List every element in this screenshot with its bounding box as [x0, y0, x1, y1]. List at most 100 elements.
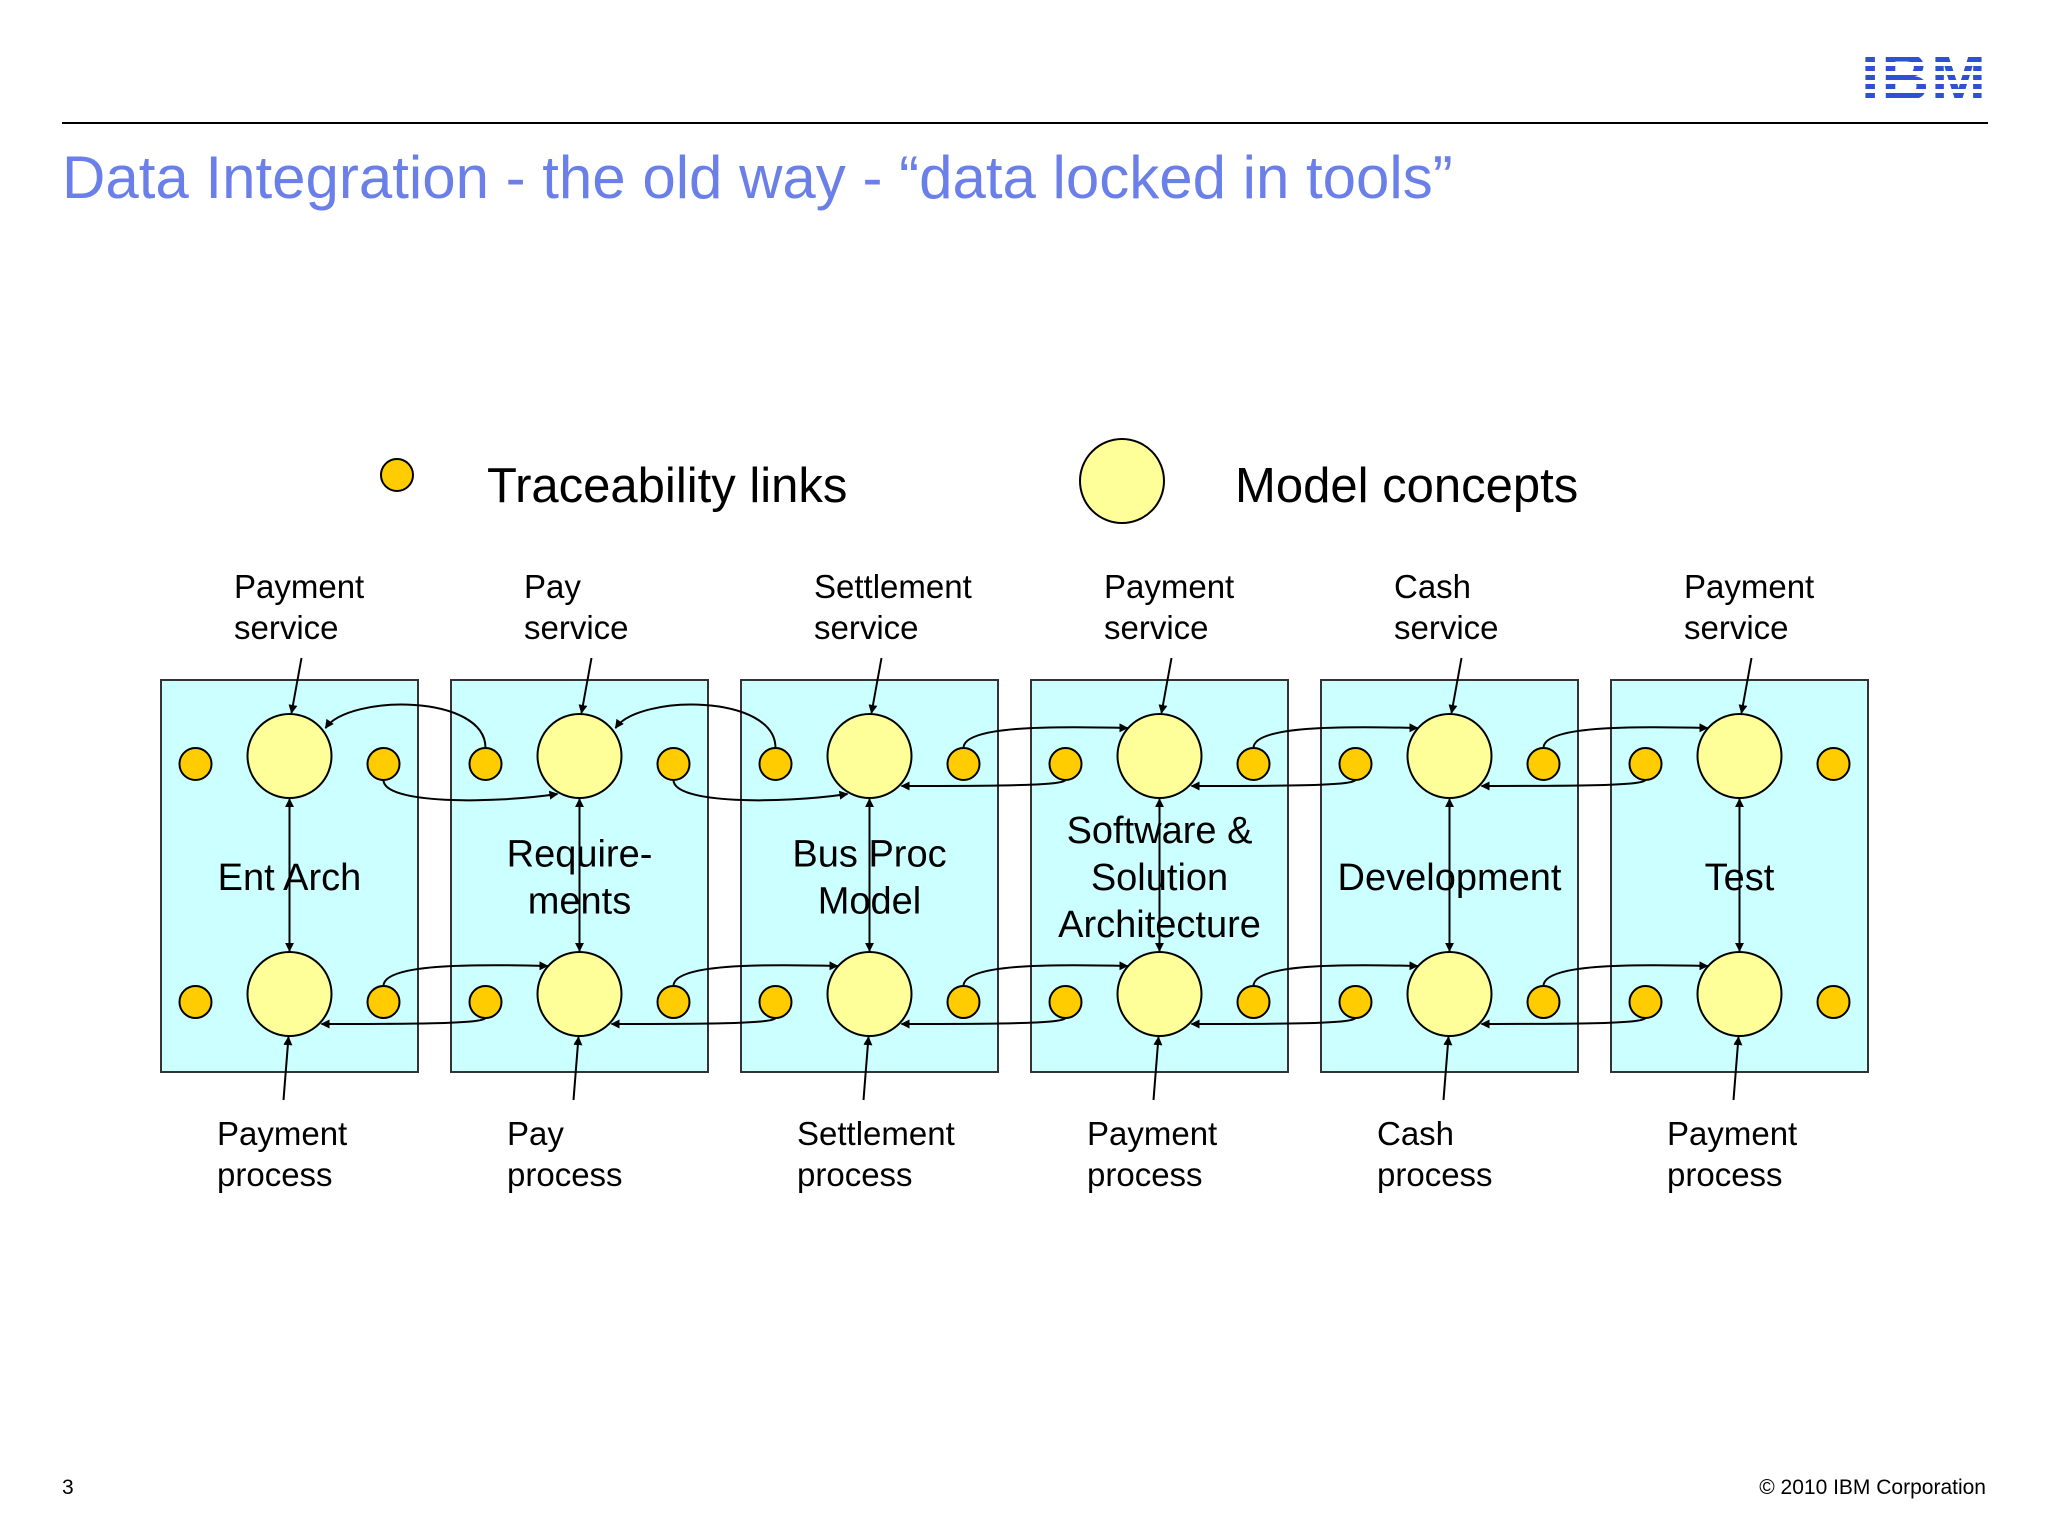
- header-rule: [62, 122, 1988, 124]
- service-concept-circle: [246, 713, 333, 799]
- service-label-arrow: [868, 657, 883, 714]
- process-concept-circle: [1696, 951, 1783, 1037]
- top-trace-arrow-forward: [1542, 723, 1709, 749]
- traceability-link-dot: [1048, 747, 1083, 781]
- bottom-trace-arrow-back: [320, 1017, 487, 1029]
- traceability-link-dot: [1526, 747, 1561, 781]
- service-label-arrow: [1158, 657, 1173, 714]
- service-concept-circle: [536, 713, 623, 799]
- service-label-line: service: [1684, 609, 1789, 646]
- service-label-arrow: [1738, 657, 1753, 714]
- traceability-link-dot: [946, 985, 981, 1019]
- process-label-arrow: [1442, 1036, 1453, 1101]
- service-label-arrow: [288, 657, 303, 714]
- service-label-arrow: [578, 657, 593, 714]
- traceability-link-dot: [468, 985, 503, 1019]
- process-label-line: Cash: [1377, 1115, 1454, 1152]
- process-label-arrow: [1732, 1036, 1743, 1101]
- page-number: 3: [62, 1476, 74, 1499]
- traceability-link-dot: [468, 747, 503, 781]
- bottom-trace-arrow-back: [1480, 1017, 1647, 1029]
- service-label: Settlement service: [814, 568, 972, 646]
- traceability-arrows: [282, 657, 1753, 1101]
- bottom-trace-arrow-back: [900, 1017, 1067, 1029]
- service-label-line: Settlement: [814, 568, 972, 605]
- process-label-line: Payment: [1667, 1115, 1797, 1152]
- top-trace-arrow-back: [1480, 779, 1647, 791]
- bottom-trace-arrow-forward: [962, 961, 1129, 987]
- slide-title: Data Integration - the old way - “data l…: [62, 144, 1453, 211]
- process-label-line: Settlement: [797, 1115, 955, 1152]
- service-label: Payment service: [1104, 568, 1234, 646]
- process-label-arrow: [1152, 1036, 1163, 1101]
- top-trace-arrow-back: [1190, 779, 1357, 791]
- legend-model-concept-circle: [1079, 438, 1165, 524]
- traceability-link-dot: [1338, 985, 1373, 1019]
- service-label: Payment service: [1684, 568, 1814, 646]
- traceability-link-dot: [1816, 747, 1851, 781]
- top-trace-arrow-back: [614, 703, 777, 749]
- traceability-link-dot: [366, 747, 401, 781]
- service-label-line: service: [234, 609, 339, 646]
- traceability-link-dot: [1048, 985, 1083, 1019]
- service-label-line: service: [524, 609, 629, 646]
- process-label-line: Payment: [1087, 1115, 1217, 1152]
- traceability-link-dot: [1526, 985, 1561, 1019]
- process-label-line: process: [797, 1156, 913, 1193]
- process-label: Cash process: [1377, 1115, 1493, 1193]
- process-concept-circle: [246, 951, 333, 1037]
- traceability-link-dot: [758, 747, 793, 781]
- process-concept-circle: [1116, 951, 1203, 1037]
- copyright: © 2010 IBM Corporation: [1759, 1476, 1986, 1499]
- top-trace-arrow-forward: [382, 779, 559, 802]
- top-trace-arrow-back: [324, 703, 487, 749]
- legend-traceability-label: Traceability links: [487, 459, 847, 513]
- service-label-line: Pay: [524, 568, 581, 605]
- bottom-trace-arrow-back: [610, 1017, 777, 1029]
- ibm-logo: IBM: [1861, 40, 1988, 114]
- traceability-link-dot: [656, 985, 691, 1019]
- service-label-line: service: [1394, 609, 1499, 646]
- process-label-line: Payment: [217, 1115, 347, 1152]
- process-label-arrow: [862, 1036, 873, 1101]
- process-label-line: process: [507, 1156, 623, 1193]
- service-label-line: service: [814, 609, 919, 646]
- service-label-line: Payment: [1104, 568, 1234, 605]
- traceability-link-dot: [656, 747, 691, 781]
- traceability-link-dot: [366, 985, 401, 1019]
- traceability-link-dot: [1236, 747, 1271, 781]
- legend-traceability-link-dot: [380, 458, 414, 492]
- traceability-link-dot: [1816, 985, 1851, 1019]
- bottom-trace-arrow-forward: [672, 961, 839, 987]
- legend-model-label: Model concepts: [1235, 459, 1578, 513]
- traceability-link-dot: [946, 747, 981, 781]
- process-label-arrow: [572, 1036, 583, 1101]
- traceability-link-dot: [178, 747, 213, 781]
- service-label-line: service: [1104, 609, 1209, 646]
- process-concept-circle: [1406, 951, 1493, 1037]
- top-trace-arrow-forward: [962, 723, 1129, 749]
- top-trace-arrow-forward: [1252, 723, 1419, 749]
- traceability-link-dot: [758, 985, 793, 1019]
- process-label: Settlement process: [797, 1115, 955, 1193]
- top-trace-arrow-back: [900, 779, 1067, 791]
- service-concept-circle: [1116, 713, 1203, 799]
- service-label-line: Payment: [1684, 568, 1814, 605]
- bottom-trace-arrow-forward: [1252, 961, 1419, 987]
- bottom-trace-arrow-back: [1190, 1017, 1357, 1029]
- process-label-arrow: [282, 1036, 293, 1101]
- process-label-line: process: [1377, 1156, 1493, 1193]
- traceability-link-dot: [178, 985, 213, 1019]
- bottom-trace-arrow-forward: [1542, 961, 1709, 987]
- service-concept-circle: [1406, 713, 1493, 799]
